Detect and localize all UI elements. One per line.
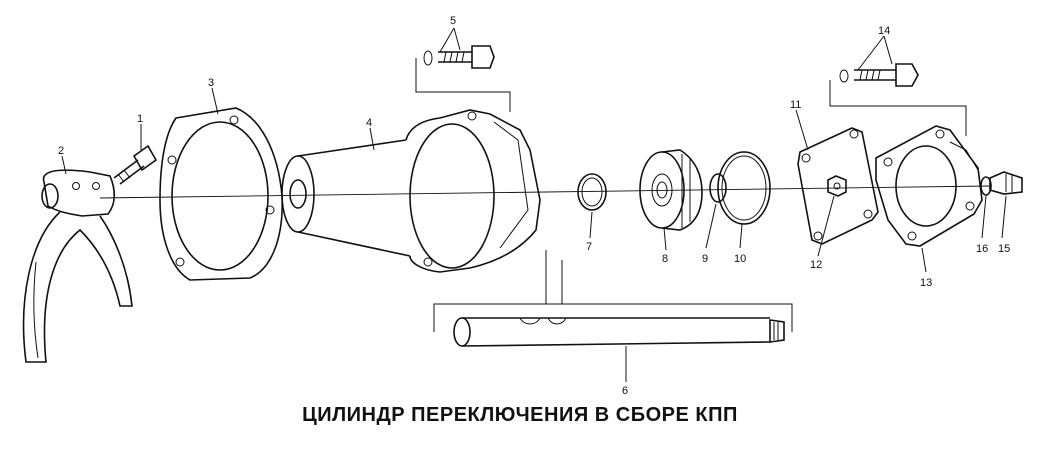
part-5-bolt-washer bbox=[423, 45, 495, 69]
label-6: 6 bbox=[622, 385, 628, 397]
part-1-bolt bbox=[113, 144, 158, 185]
assembly-axis-line bbox=[99, 185, 991, 199]
part-14-bolt-washer bbox=[839, 63, 919, 87]
bracket-part-6 bbox=[433, 303, 793, 332]
part-13-end-cover bbox=[875, 125, 983, 247]
diagram-caption: ЦИЛИНДР ПЕРЕКЛЮЧЕНИЯ В СБОРЕ КПП bbox=[302, 404, 738, 426]
label-2: 2 bbox=[58, 145, 64, 157]
label-11: 11 bbox=[790, 99, 801, 111]
leader-lines bbox=[61, 27, 1007, 382]
part-11-cover-gasket bbox=[797, 127, 879, 245]
part-2-shift-fork bbox=[22, 169, 133, 363]
part-8-piston bbox=[639, 149, 703, 231]
part-9-small-ring bbox=[709, 173, 727, 203]
part-3-gasket bbox=[159, 107, 283, 281]
part-12-nut bbox=[827, 175, 847, 197]
label-9: 9 bbox=[702, 253, 708, 265]
label-13: 13 bbox=[920, 277, 932, 289]
label-10: 10 bbox=[734, 253, 746, 265]
label-14: 14 bbox=[878, 25, 890, 37]
label-7: 7 bbox=[586, 241, 592, 253]
part-16-washer bbox=[980, 176, 992, 196]
label-3: 3 bbox=[208, 77, 214, 89]
label-5: 5 bbox=[450, 15, 456, 27]
part-6-rod bbox=[453, 317, 785, 347]
part-7-o-ring bbox=[577, 173, 607, 211]
bracket-part-14 bbox=[829, 80, 967, 136]
label-15: 15 bbox=[998, 243, 1010, 255]
label-16: 16 bbox=[976, 243, 988, 255]
label-4: 4 bbox=[366, 117, 372, 129]
bracket-part-5 bbox=[415, 58, 511, 112]
part-15-fitting bbox=[989, 171, 1023, 195]
part-10-large-o-ring bbox=[717, 151, 771, 225]
label-1: 1 bbox=[137, 113, 143, 125]
label-12: 12 bbox=[810, 259, 822, 271]
part-4-cylinder-housing bbox=[281, 109, 541, 273]
label-8: 8 bbox=[662, 253, 668, 265]
